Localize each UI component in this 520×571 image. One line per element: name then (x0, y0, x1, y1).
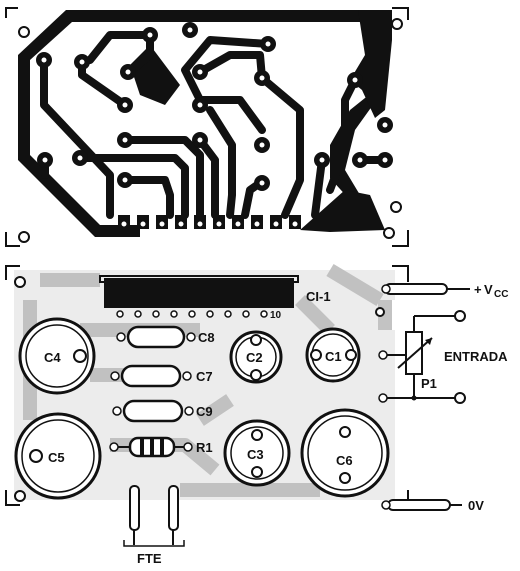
capacitor-c7: C7 (110, 364, 213, 388)
vcc-terminal: + V CC (381, 282, 508, 300)
c6-label: C6 (336, 453, 353, 468)
ic-ci1: CI-1 10 (99, 275, 331, 321)
component-pads-top (36, 22, 393, 191)
copper-pour-center (130, 45, 180, 105)
capacitor-c1: C1 (305, 327, 361, 383)
capacitor-c8: C8 (116, 325, 215, 349)
ic-pads-top (118, 215, 301, 229)
ground-label: 0V (468, 498, 484, 513)
c1-label: C1 (325, 349, 342, 364)
ic-pad-holes-top (121, 221, 298, 227)
p1-label: P1 (421, 376, 437, 391)
c3-label: C3 (247, 447, 264, 462)
c8-label: C8 (198, 330, 215, 345)
c5-label: C5 (48, 450, 65, 465)
vcc-v: V (484, 282, 493, 297)
ground-trace (18, 10, 385, 237)
component-side-board: CI-1 10 C4 C5 (5, 263, 508, 566)
capacitor-c5: C5 (14, 412, 102, 500)
capacitor-c6: C6 (300, 408, 390, 498)
source-label: FTE (137, 551, 162, 566)
copper-side-board (5, 7, 409, 247)
resistor-r1: R1 (109, 436, 213, 458)
ground-terminal: 0V (381, 498, 484, 513)
input-label: ENTRADA (444, 349, 508, 364)
copper-pour-bottom-right (300, 190, 385, 232)
component-pad-holes-top (41, 27, 388, 186)
board-corner-marks-top (5, 7, 409, 247)
ic-pads-bottom (116, 310, 268, 318)
capacitor-c3: C3 (223, 419, 291, 487)
c2-label: C2 (246, 350, 263, 365)
c9-label: C9 (196, 404, 213, 419)
ic-pin-number: 10 (270, 310, 282, 321)
r1-label: R1 (196, 440, 213, 455)
vcc-sub: CC (494, 289, 508, 300)
copper-pour-top-right (350, 10, 392, 118)
vcc-plus: + (474, 282, 482, 297)
capacitor-c9: C9 (112, 399, 213, 423)
capacitor-c2: C2 (229, 330, 283, 384)
mounting-holes-bottom (14, 276, 385, 502)
ic-label: CI-1 (306, 289, 331, 304)
c7-label: C7 (196, 369, 213, 384)
capacitor-c4: C4 (18, 317, 96, 395)
potentiometer-p1: P1 (378, 310, 466, 404)
source-terminals: FTE (123, 485, 185, 566)
c4-label: C4 (44, 350, 61, 365)
signal-traces (40, 31, 389, 219)
